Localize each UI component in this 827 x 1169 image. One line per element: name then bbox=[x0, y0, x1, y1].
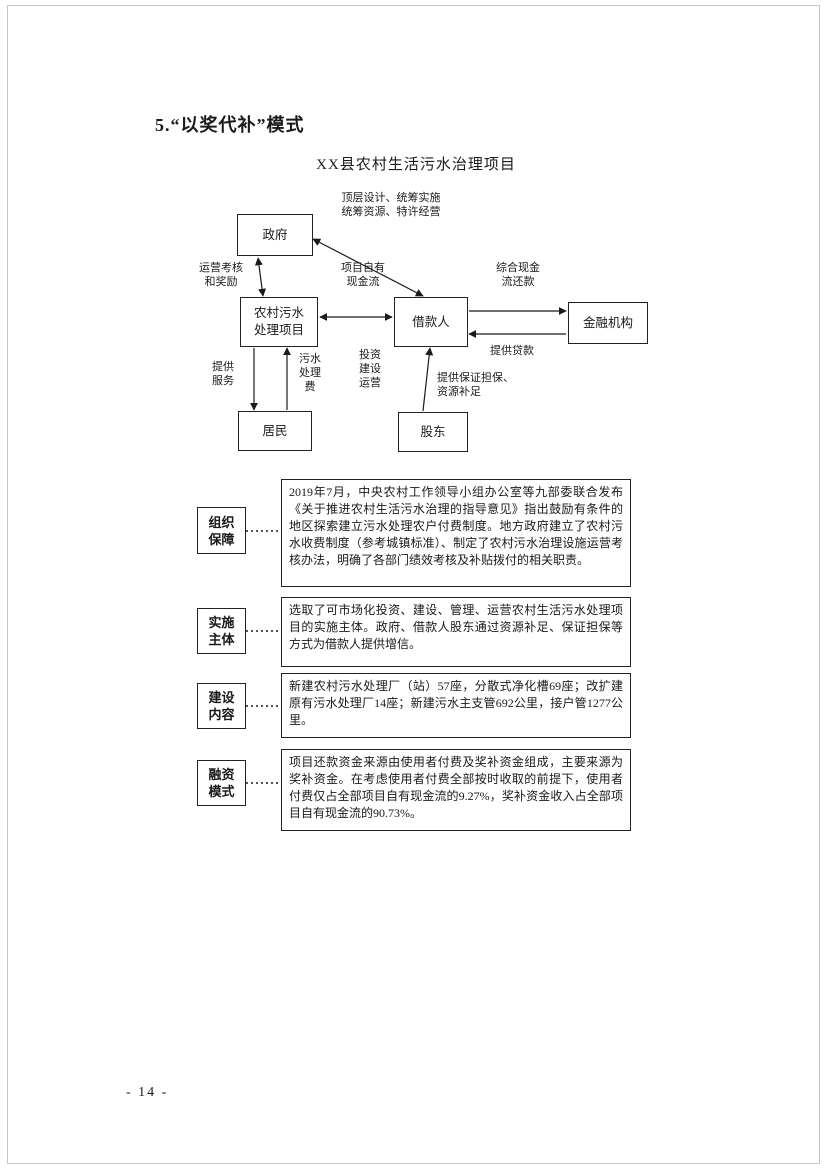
node-borrower: 借款人 bbox=[394, 297, 468, 347]
edge-label-sewage-fee: 污水 处理 费 bbox=[299, 353, 321, 393]
node-government: 政府 bbox=[237, 214, 313, 256]
section-text-organization: 2019年7月，中央农村工作领导小组办公室等九部委联合发布《关于推进农村生活污水… bbox=[281, 479, 631, 587]
node-shareholders: 股东 bbox=[398, 412, 468, 452]
node-rural-sewage-project: 农村污水 处理项目 bbox=[240, 297, 318, 347]
page-number: - 14 - bbox=[126, 1085, 169, 1100]
edge-label-invest-build-operate: 投资 建设 运营 bbox=[359, 349, 381, 389]
edge-label-provide-service: 提供 服务 bbox=[212, 361, 234, 387]
edge-label-operation-assessment: 运营考核 和奖励 bbox=[199, 262, 243, 288]
section-text-implementation: 选取了可市场化投资、建设、管理、运营农村生活污水处理项目的实施主体。政府、借款人… bbox=[281, 597, 631, 667]
edge-label-comprehensive-repayment: 综合现金 流还款 bbox=[496, 262, 540, 288]
edge-label-top-design: 顶层设计、统筹实施 统筹资源、特许经营 bbox=[341, 192, 441, 218]
section-label-organization: 组织 保障 bbox=[197, 507, 246, 554]
edge-label-own-cash-flow: 项目自有 现金流 bbox=[341, 262, 385, 288]
edge-label-guarantee: 提供保证担保、 资源补足 bbox=[437, 372, 514, 398]
section-heading: 5.“以奖代补”模式 bbox=[155, 115, 305, 135]
node-residents: 居民 bbox=[238, 411, 312, 451]
section-text-financing: 项目还款资金来源由使用者付费及奖补资金组成，主要来源为奖补资金。在考虑使用者付费… bbox=[281, 749, 631, 831]
diagram-title: XX县农村生活污水治理项目 bbox=[316, 157, 516, 173]
section-label-implementation: 实施 主体 bbox=[197, 608, 246, 654]
section-label-financing: 融资 模式 bbox=[197, 760, 246, 806]
edge-label-provide-loan: 提供贷款 bbox=[490, 345, 534, 357]
section-text-construction: 新建农村污水处理厂（站）57座，分散式净化槽69座；改扩建原有污水处理厂14座；… bbox=[281, 673, 631, 738]
section-label-construction: 建设 内容 bbox=[197, 683, 246, 729]
node-financial-institution: 金融机构 bbox=[568, 302, 648, 344]
